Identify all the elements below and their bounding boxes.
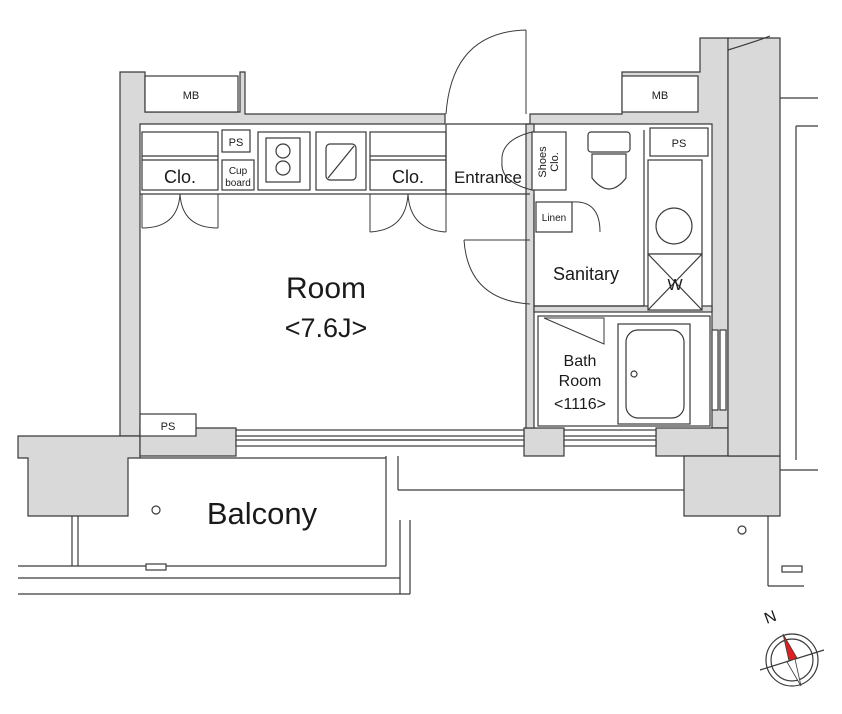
entrance-label: Entrance: [454, 168, 522, 187]
linen-label: Linen: [542, 213, 566, 224]
clo-left-label: Clo.: [164, 167, 196, 187]
mb-right-label: MB: [652, 90, 669, 102]
bath-room: Bath Room <1116>: [537, 315, 711, 427]
room: Room <7.6J> PS: [139, 272, 368, 437]
shoes-label-1: Shoes: [537, 146, 549, 178]
balcony: [18, 456, 747, 595]
entrance: Entrance: [445, 29, 530, 195]
compass-north-label: N: [762, 608, 779, 628]
washer-label: W: [667, 277, 683, 294]
shoes-closet: Shoes Clo.: [501, 131, 567, 191]
cupboard-label-2: board: [225, 178, 251, 189]
bath-label-3: <1116>: [554, 396, 606, 413]
kitchen-row: Clo. PS Cup board Clo.: [140, 129, 447, 195]
compass-needle-north: [782, 633, 798, 662]
compass: N: [759, 608, 825, 687]
bath-label-1: Bath: [564, 353, 597, 370]
clo-right-label: Clo.: [392, 167, 424, 187]
walls: [17, 37, 781, 517]
mb-left-label: MB: [183, 90, 200, 102]
bath-label-2: Room: [559, 373, 602, 390]
room-window: [235, 429, 525, 447]
room-name-label: Room: [286, 272, 366, 305]
shoes-label-2: Clo.: [549, 152, 561, 172]
compass-needle-south: [786, 658, 802, 687]
bath-side-window: [711, 329, 727, 411]
mb-left: MB: [144, 75, 239, 113]
sanitary: Linen Sanitary PS W: [463, 127, 709, 311]
closet-doors: [141, 193, 447, 233]
balcony-label: Balcony: [207, 496, 318, 531]
exterior-lines: [727, 35, 818, 587]
ps-room-label: PS: [161, 421, 176, 433]
ps-sanitary-label: PS: [672, 138, 687, 150]
room-size-label: <7.6J>: [285, 313, 368, 343]
ps-kitchen-label: PS: [229, 137, 244, 149]
sanitary-label: Sanitary: [553, 264, 619, 284]
mb-right: MB: [621, 75, 699, 113]
bath-window: [563, 429, 657, 447]
cupboard-label-1: Cup: [229, 166, 248, 177]
